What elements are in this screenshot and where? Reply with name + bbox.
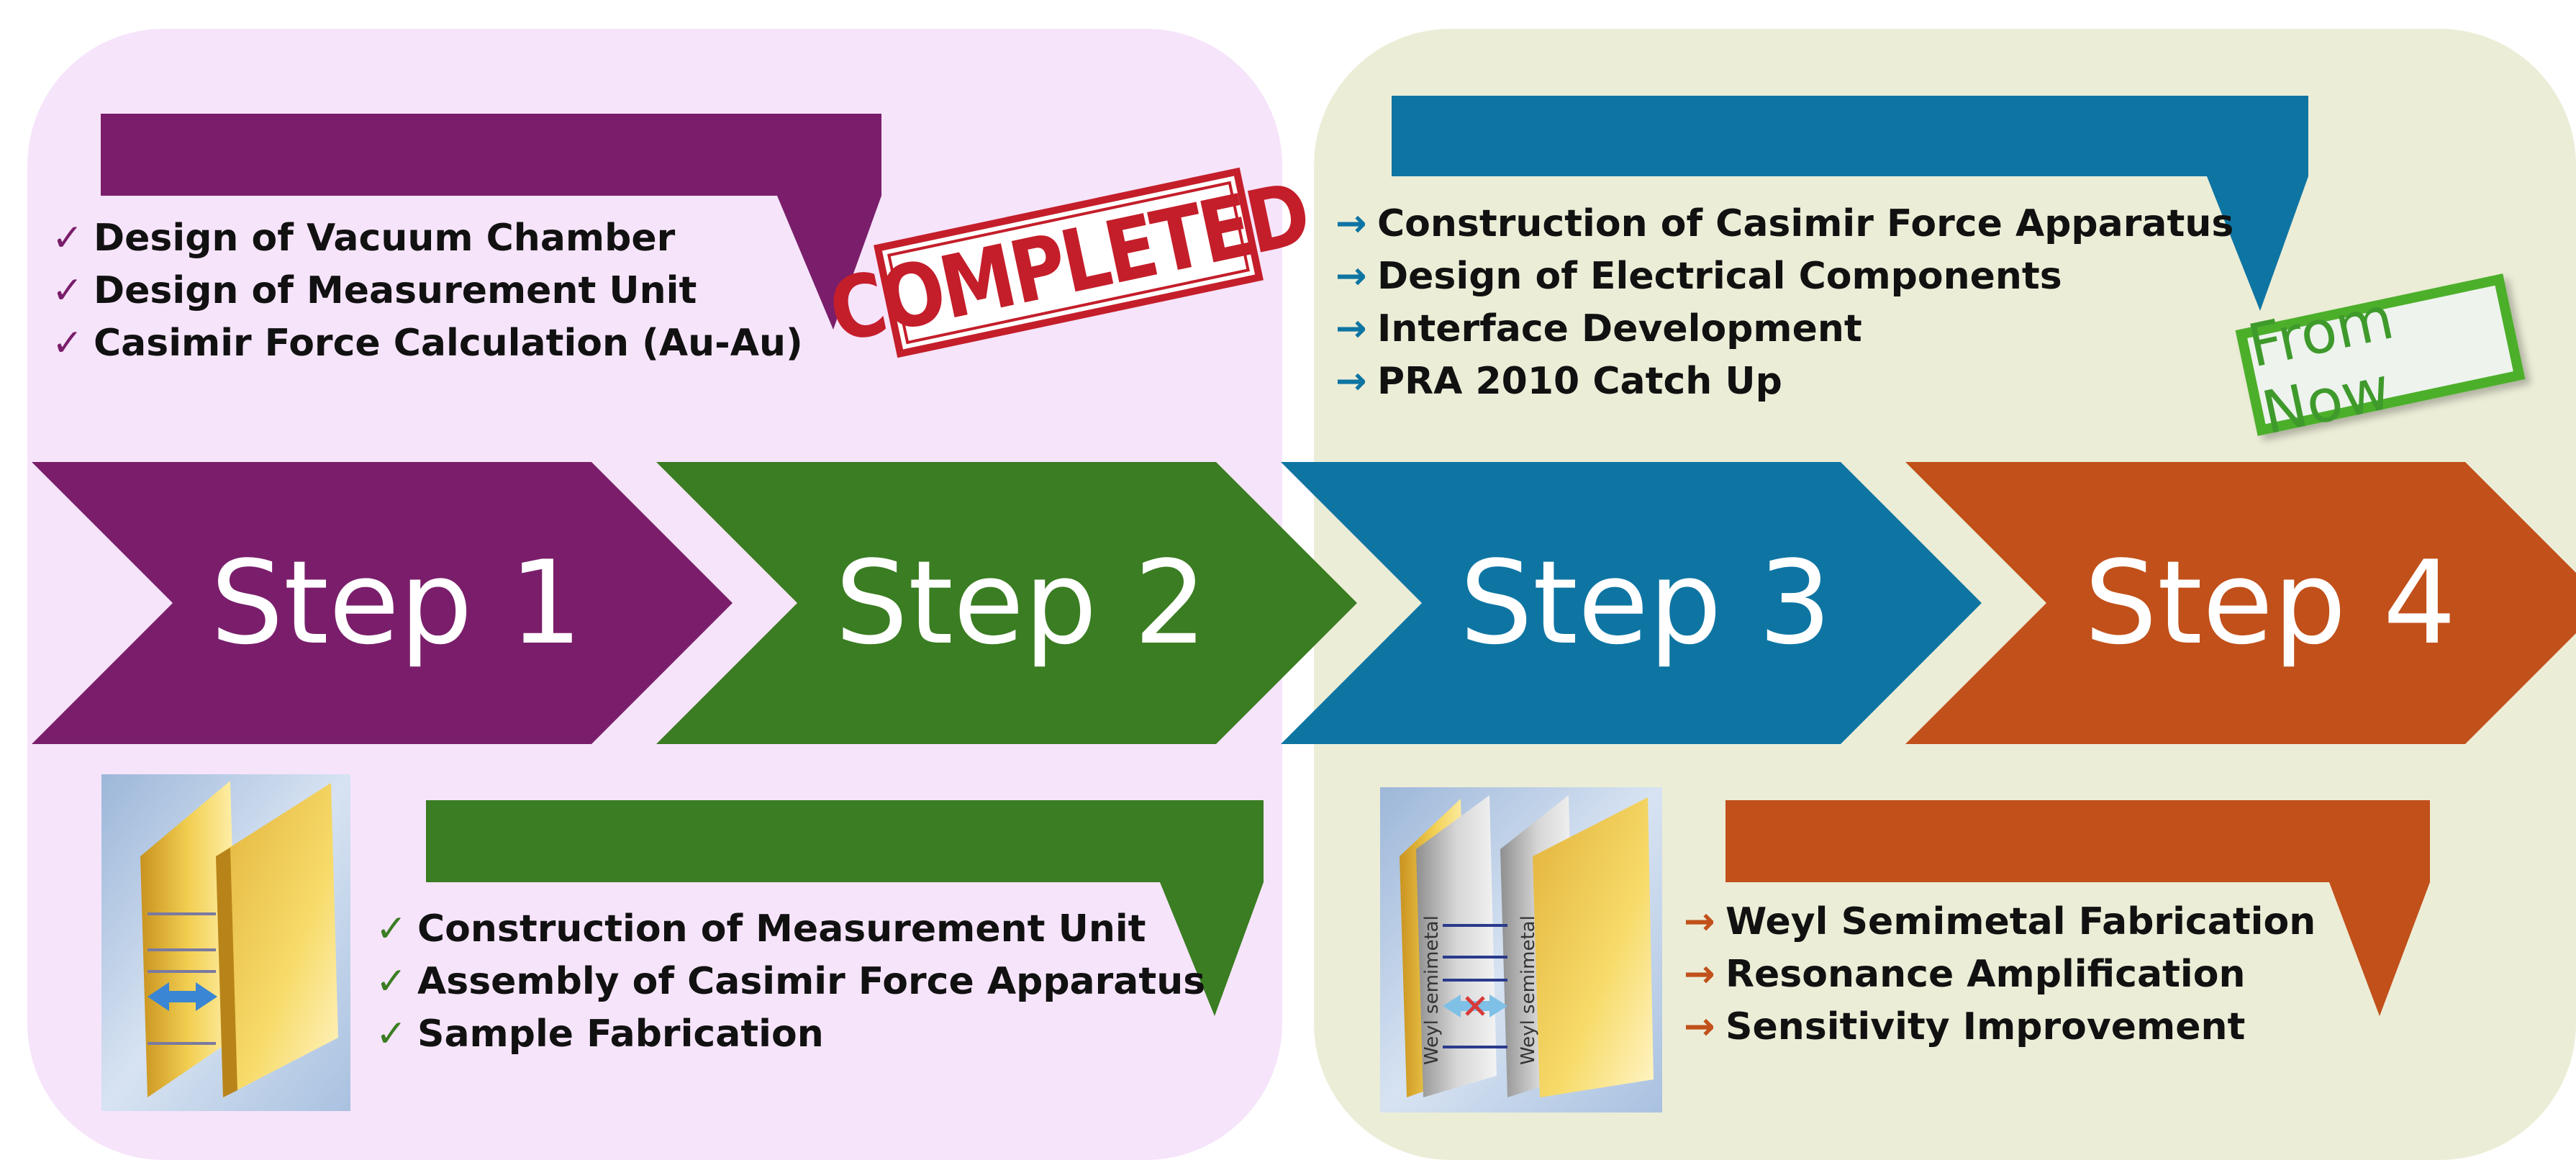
list-item: ✓Casimir Force Calculation (Au-Au)	[52, 317, 803, 370]
check-icon: ✓	[376, 907, 407, 951]
step1-task-list: ✓Design of Vacuum Chamber ✓Design of Mea…	[52, 212, 803, 370]
weyl-semimetal-plates-icon: Weyl semimetal Weyl semimetal	[1380, 787, 1662, 1113]
step4-task-list: →Weyl Semimetal Fabrication →Resonance A…	[1684, 896, 2316, 1053]
arrow-right-icon: →	[1335, 307, 1367, 350]
step3-callout-banner	[1392, 96, 2308, 311]
list-item: →Construction of Casimir Force Apparatus	[1335, 198, 2233, 250]
list-item: →PRA 2010 Catch Up	[1335, 355, 2233, 408]
check-icon: ✓	[52, 269, 83, 312]
step4-callout-banner	[1725, 800, 2430, 1016]
list-item: →Design of Electrical Components	[1335, 250, 2233, 303]
list-item: →Weyl Semimetal Fabrication	[1684, 896, 2316, 948]
step3-task-list: →Construction of Casimir Force Apparatus…	[1335, 198, 2233, 408]
gold-plates-icon	[101, 774, 350, 1111]
check-icon: ✓	[52, 217, 83, 260]
arrow-right-icon: →	[1335, 360, 1367, 403]
check-icon: ✓	[376, 960, 407, 1003]
list-item: ✓Assembly of Casimir Force Apparatus	[376, 956, 1205, 1008]
step3-chevron	[1281, 462, 1982, 744]
arrow-right-icon: →	[1684, 900, 1715, 943]
arrow-right-icon: →	[1684, 1005, 1715, 1048]
check-icon: ✓	[52, 322, 83, 365]
step1-label: Step 1	[210, 535, 583, 670]
list-item: ✓Sample Fabrication	[376, 1008, 1205, 1061]
list-item: ✓Design of Measurement Unit	[52, 265, 803, 317]
step4-chevron	[1905, 462, 2576, 744]
weyl-label-right: Weyl semimetal	[1518, 915, 1539, 1065]
step4-label: Step 4	[2084, 535, 2457, 670]
step2-label: Step 2	[835, 535, 1207, 670]
step2-task-list: ✓Construction of Measurement Unit ✓Assem…	[376, 903, 1205, 1061]
step1-callout-banner	[101, 114, 881, 330]
step2-callout-banner	[426, 800, 1264, 1016]
list-item: →Sensitivity Improvement	[1684, 1001, 2316, 1053]
check-icon: ✓	[376, 1012, 407, 1056]
list-item: ✓Construction of Measurement Unit	[376, 903, 1205, 956]
arrow-right-icon: →	[1684, 953, 1715, 996]
weyl-label-left: Weyl semimetal	[1421, 915, 1443, 1065]
list-item: →Resonance Amplification	[1684, 948, 2316, 1001]
arrow-right-icon: →	[1335, 202, 1367, 245]
step2-chevron	[656, 462, 1357, 744]
list-item: ✓Design of Vacuum Chamber	[52, 212, 803, 265]
step3-label: Step 3	[1459, 535, 1832, 670]
list-item: →Interface Development	[1335, 303, 2233, 355]
step1-chevron	[32, 462, 733, 744]
arrow-right-icon: →	[1335, 255, 1367, 298]
